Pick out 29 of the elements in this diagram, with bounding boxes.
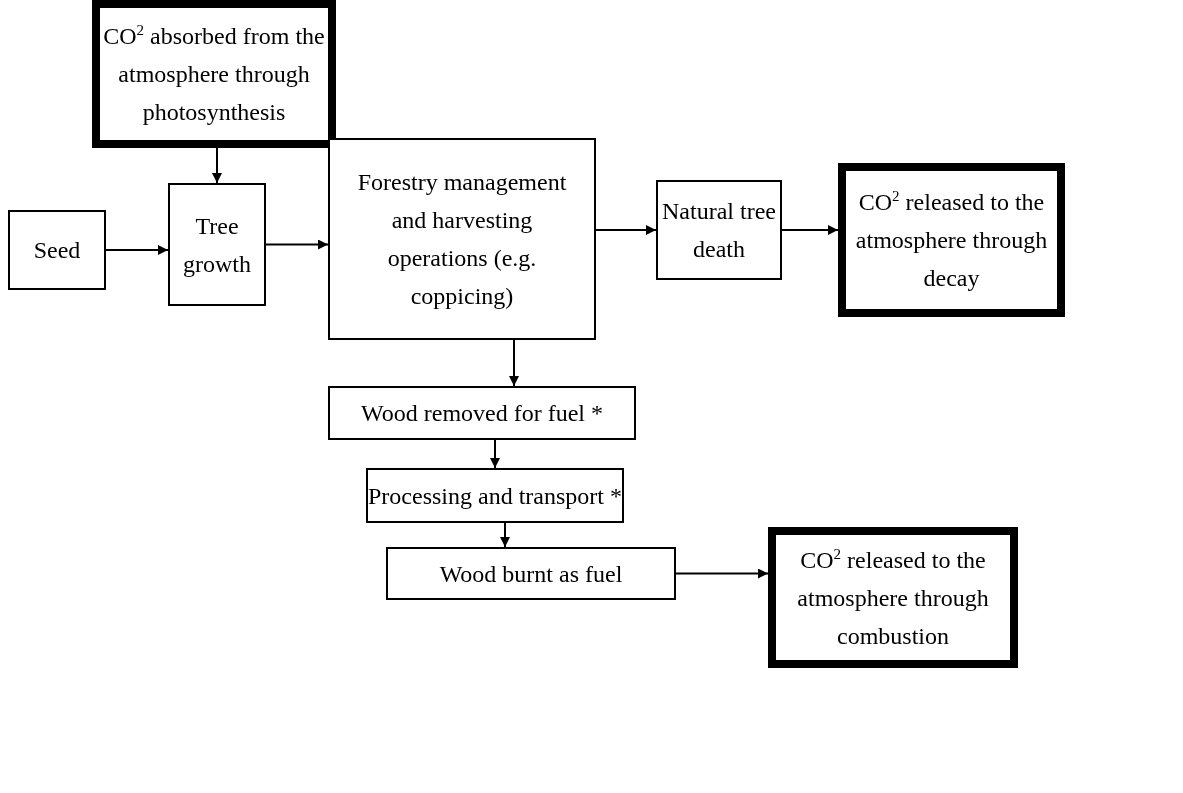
process-box <box>838 163 1065 317</box>
arrow <box>212 147 222 184</box>
arrow <box>595 225 657 235</box>
process-box <box>168 183 266 306</box>
process-box <box>328 386 636 440</box>
box-label: Wood burnt as fuel <box>439 559 623 589</box>
process-box <box>366 468 624 523</box>
box-label: Natural tree death <box>661 197 777 264</box>
arrow <box>500 522 510 548</box>
process-box <box>768 527 1018 668</box>
arrow <box>509 339 519 387</box>
box-label: Wood removed for fuel * <box>361 399 603 428</box>
arrow <box>105 245 169 255</box>
box-label: Processing and transport * <box>368 481 622 511</box>
process-box <box>656 180 782 280</box>
arrow <box>781 225 839 235</box>
box-label: Forestry management and harvesting operations (e.g. coppicing) <box>356 168 568 311</box>
process-box <box>8 210 106 290</box>
box-label: CO$^{2}$ released to the atmosphere through decay <box>854 187 1049 293</box>
box-label: CO$^{2}$ released to the atmosphere through combustion <box>796 544 990 651</box>
box-label: CO$^{2}$ absorbed from the atmosphere through photosynthesis <box>102 21 326 127</box>
arrow <box>675 568 769 579</box>
box-label: Tree growth <box>182 211 252 279</box>
arrow <box>490 439 500 469</box>
process-box <box>92 0 336 148</box>
process-box <box>386 547 676 600</box>
process-box <box>328 138 596 340</box>
box-label: Seed <box>33 236 81 265</box>
arrow <box>265 239 329 250</box>
